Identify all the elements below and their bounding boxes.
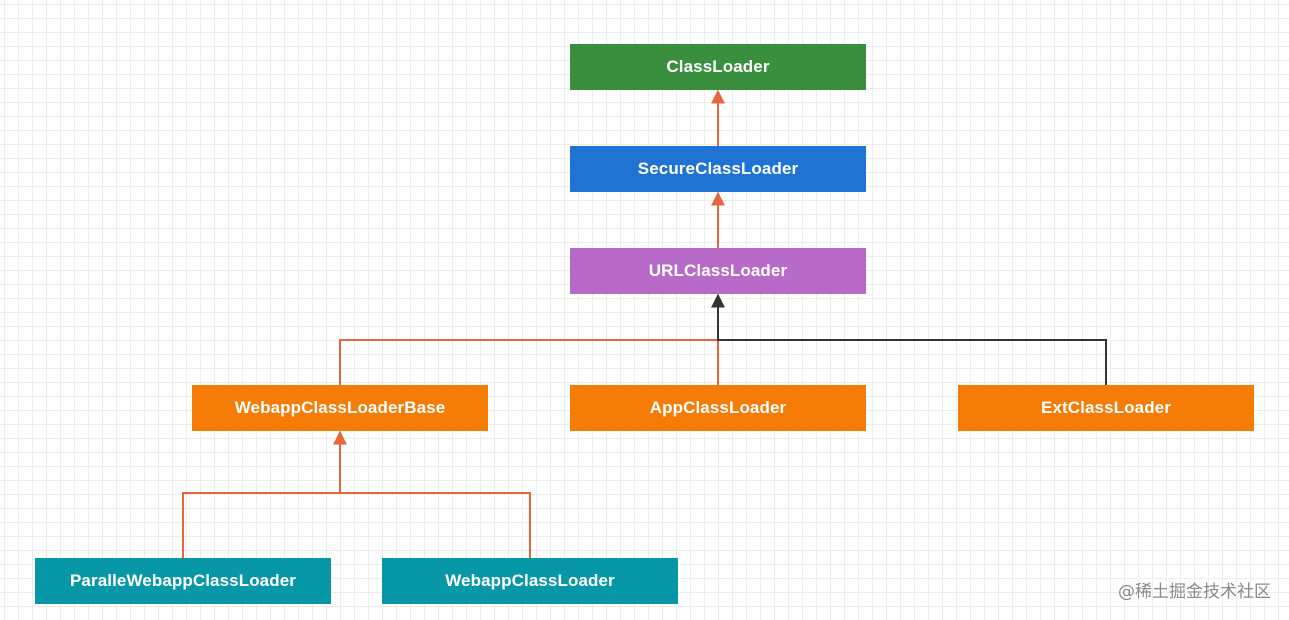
edge-webapp-to-webappbase (340, 492, 531, 558)
node-webapp-class-loader-base: WebappClassLoaderBase (192, 385, 488, 431)
node-url-class-loader: URLClassLoader (570, 248, 866, 294)
node-ext-class-loader: ExtClassLoader (958, 385, 1254, 431)
node-classloader: ClassLoader (570, 44, 866, 90)
node-paralle-webapp-class-loader: ParalleWebappClassLoader (35, 558, 331, 604)
node-webapp-class-loader: WebappClassLoader (382, 558, 678, 604)
edge-webappbase-to-url (339, 339, 718, 385)
watermark-text: @稀土掘金技术社区 (1118, 582, 1271, 602)
edge-ext-to-url (711, 293, 1107, 385)
edge-paralle-to-webappbase (182, 430, 347, 558)
node-secure-class-loader: SecureClassLoader (570, 146, 866, 192)
node-app-class-loader: AppClassLoader (570, 385, 866, 431)
